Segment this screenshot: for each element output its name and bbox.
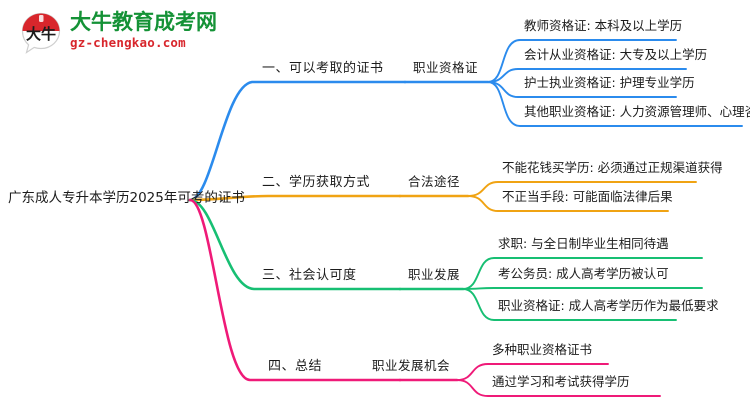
branch-3-level2-label[interactable]: 职业发展 <box>408 267 461 282</box>
logo-text: 大牛教育成考网 gz-chengkao.com <box>70 10 217 51</box>
logo-subtitle: gz-chengkao.com <box>70 35 186 50</box>
branch-2-leaf-1[interactable]: 不能花钱买学历: 必须通过正规渠道获得 <box>502 160 723 175</box>
branch-2-leaf-2[interactable]: 不正当手段: 可能面临法律后果 <box>502 189 673 204</box>
branch-4-level1-label[interactable]: 四、总结 <box>268 359 323 374</box>
daniu-logo-icon: 大牛 <box>21 12 61 54</box>
root-node-label[interactable]: 广东成人专升本学历2025年可考的证书 <box>8 190 245 206</box>
branch-3-leaf-2[interactable]: 考公务员: 成人高考学历被认可 <box>498 266 669 281</box>
svg-text:大牛: 大牛 <box>26 25 56 43</box>
branch-1-leaf-1[interactable]: 教师资格证: 本科及以上学历 <box>524 18 683 33</box>
branch-3-leaf-3[interactable]: 职业资格证: 成人高考学历作为最低要求 <box>498 298 719 313</box>
logo-title: 大牛教育成考网 <box>70 10 217 34</box>
branch-3-leaf-1[interactable]: 求职: 与全日制毕业生相同待遇 <box>498 236 669 251</box>
branch-4-leaf-2[interactable]: 通过学习和考试获得学历 <box>492 374 630 389</box>
branch-1-level1-label[interactable]: 一、可以考取的证书 <box>262 61 384 76</box>
branch-2-level2-label[interactable]: 合法途径 <box>408 174 461 189</box>
branch-1-leaf-4[interactable]: 其他职业资格证: 人力资源管理师、心理咨询师等 <box>524 104 750 119</box>
branch-1-level2-label[interactable]: 职业资格证 <box>413 60 479 75</box>
branch-2-level1-label[interactable]: 二、学历获取方式 <box>262 175 371 190</box>
branch-4-level2-label[interactable]: 职业发展机会 <box>372 358 451 373</box>
site-logo: 大牛 大牛教育成考网 gz-chengkao.com <box>18 8 218 60</box>
branch-1-leaf-2[interactable]: 会计从业资格证: 大专及以上学历 <box>524 47 708 62</box>
branch-3-level1-label[interactable]: 三、社会认可度 <box>262 268 357 283</box>
branch-4-leaf-1[interactable]: 多种职业资格证书 <box>492 342 593 357</box>
branch-1-leaf-3[interactable]: 护士执业资格证: 护理专业学历 <box>524 75 695 90</box>
